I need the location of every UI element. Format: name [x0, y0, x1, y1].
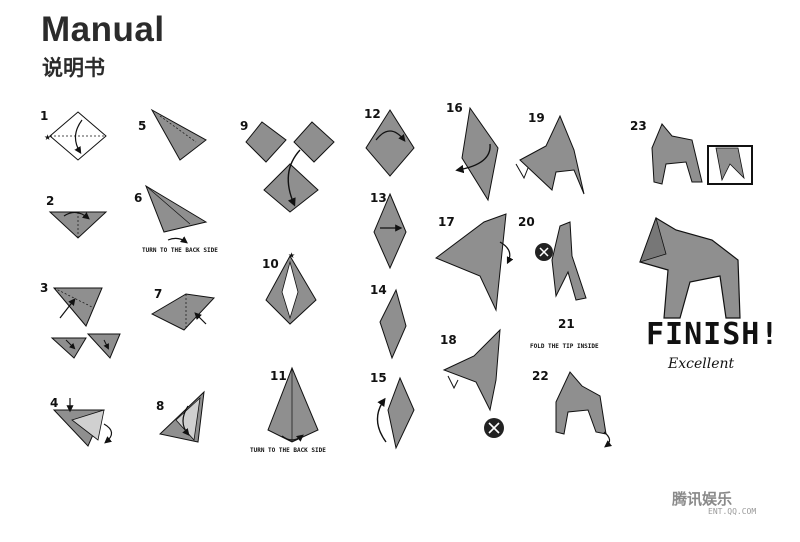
step-12: 12 [364, 107, 415, 177]
step-number: 10 [262, 257, 279, 271]
step-20: 20 [518, 215, 587, 301]
svg-text:★: ★ [288, 251, 295, 260]
step-4: 4 [50, 396, 113, 447]
step-number: 9 [240, 119, 248, 133]
step-number: 18 [440, 333, 457, 347]
step-number: 21 [558, 317, 575, 331]
step-number: 20 [518, 215, 535, 229]
step-11: 11 TURN TO THE BACK SIDE [250, 366, 326, 454]
step-number: 23 [630, 119, 647, 133]
step-number: 12 [364, 107, 381, 121]
step-number: 13 [370, 191, 387, 205]
step-number: 4 [50, 396, 58, 410]
step-16: 16 [446, 101, 499, 202]
step-3: 3 [40, 281, 121, 359]
step-number: 3 [40, 281, 48, 295]
step-number: 7 [154, 287, 162, 301]
step-5: 5 [138, 108, 207, 161]
step-8: 8 [156, 390, 205, 443]
step-1: 1 ★ [40, 109, 107, 161]
step-number: 11 [270, 369, 287, 383]
step-7: 7 [150, 287, 216, 331]
step-21: 21 FOLD THE TIP INSIDE [530, 317, 599, 350]
step-number: 5 [138, 119, 146, 133]
step-number: 16 [446, 101, 463, 115]
step-14: 14 [370, 283, 407, 360]
step-number: 19 [528, 111, 545, 125]
step-number: 15 [370, 371, 387, 385]
step-caption: FOLD THE TIP INSIDE [530, 343, 599, 350]
svg-text:★: ★ [44, 133, 51, 142]
page-subtitle: 说明书 [42, 56, 105, 80]
page-title: Manual [41, 10, 165, 49]
step-9: 9 [240, 119, 335, 213]
step-6: 6 TURN TO THE BACK SIDE [134, 184, 218, 254]
step-caption: TURN TO THE BACK SIDE [250, 447, 326, 454]
step-2: 2 [46, 194, 108, 239]
finish-tagline: Excellent [668, 356, 735, 372]
step-23: 23 [630, 119, 753, 185]
step-number: 14 [370, 283, 387, 297]
watermark-logo: 腾讯娱乐 [672, 490, 733, 508]
step-number: 22 [532, 369, 549, 383]
step-18: 18 [440, 328, 504, 438]
step-13: 13 [370, 191, 407, 270]
finish-headline: FINISH! [646, 317, 780, 352]
step-number: 2 [46, 194, 54, 208]
step-19: 19 [515, 111, 585, 195]
finished-horse [639, 216, 741, 319]
step-22: 22 [532, 369, 612, 448]
step-number: 17 [438, 215, 455, 229]
watermark-url: ENT.QQ.COM [708, 507, 757, 516]
step-17: 17 [434, 213, 514, 312]
step-number: 8 [156, 399, 164, 413]
step-15: 15 [370, 371, 415, 450]
step-10: 10 ★ [262, 251, 317, 325]
step-number: 1 [40, 109, 48, 123]
step-caption: TURN TO THE BACK SIDE [142, 247, 218, 254]
step-number: 6 [134, 191, 142, 205]
